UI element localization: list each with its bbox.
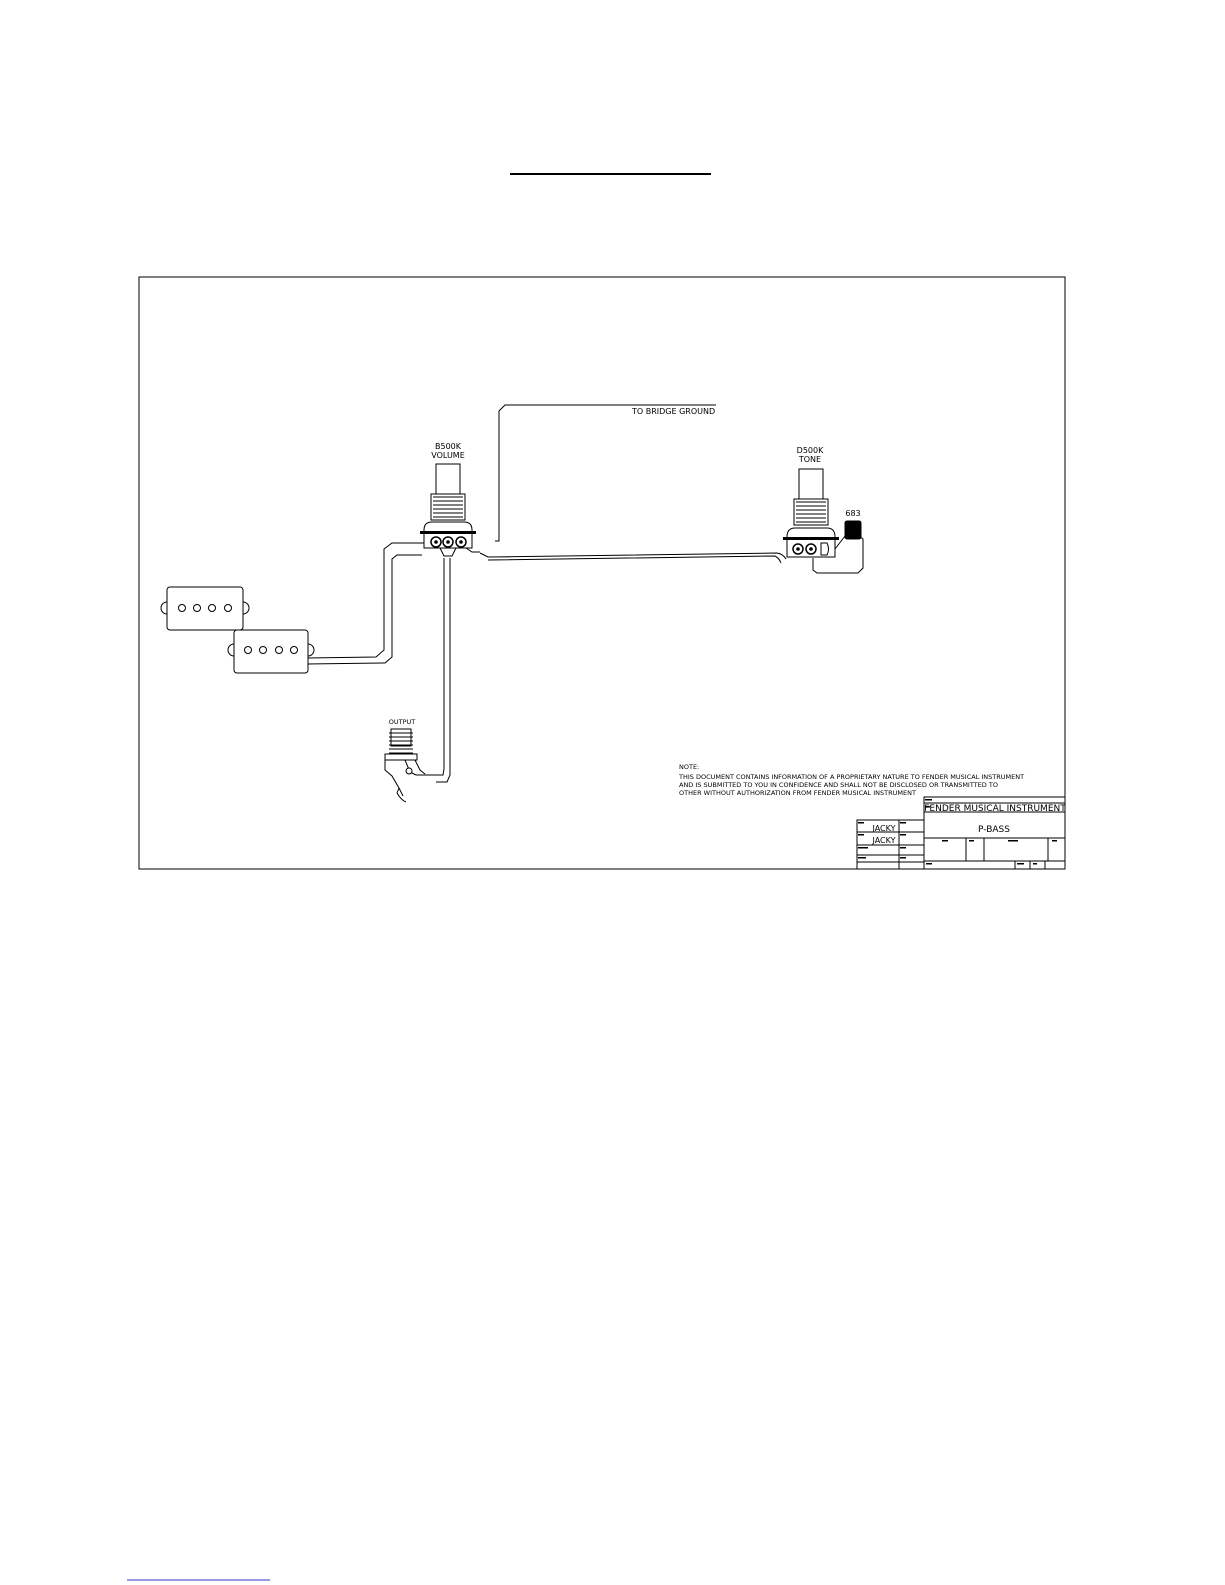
tone-pot-lugs <box>792 542 829 556</box>
field-tag <box>858 822 864 824</box>
wiring <box>306 404 864 783</box>
volume-pot-lugs <box>430 536 467 548</box>
field-tag <box>1052 840 1057 842</box>
pole-piece <box>275 646 283 654</box>
field-tag <box>1017 863 1024 865</box>
split-coil-pickup <box>160 586 315 674</box>
pole-piece <box>224 604 232 612</box>
field-tag <box>900 834 906 836</box>
bridge-ground-label: TO BRIDGE GROUND <box>631 407 715 416</box>
tone-capacitor: 683 <box>834 509 862 550</box>
note-line-2: AND IS SUBMITTED TO YOU IN CONFIDENCE AN… <box>679 781 998 789</box>
volume-pot-name: VOLUME <box>431 451 465 460</box>
tone-cap-loop-wire <box>812 535 864 574</box>
company-name: FENDER MUSICAL INSTRUMENT <box>924 804 1066 814</box>
field-tag <box>926 863 932 865</box>
output-jack: OUTPUT <box>384 718 426 803</box>
pole-piece <box>259 646 267 654</box>
volume-to-tone-wire <box>479 552 787 564</box>
pole-piece <box>290 646 298 654</box>
volume-to-output-wire-a <box>416 558 445 776</box>
title-block-text: FENDER MUSICAL INSTRUMENT P-BASS JACKY J… <box>858 799 1066 865</box>
volume-pot: B500K VOLUME <box>420 442 480 557</box>
field-tag <box>858 857 866 859</box>
field-tag <box>900 822 906 824</box>
pole-piece <box>193 604 201 612</box>
note-line-3: OTHER WITHOUT AUTHORIZATION FROM FENDER … <box>679 789 916 797</box>
field-tag <box>942 840 948 842</box>
field-tag <box>1008 840 1018 842</box>
field-tag <box>900 847 906 849</box>
field-tag <box>1033 863 1037 865</box>
note-heading: NOTE: <box>679 763 699 771</box>
drawing-frame <box>138 276 1066 870</box>
field-tag <box>858 834 864 836</box>
title-block <box>856 796 1066 870</box>
drawing-title: P-BASS <box>978 825 1010 835</box>
pole-piece <box>178 604 186 612</box>
capacitor-label: 683 <box>845 509 860 518</box>
field-tag <box>969 840 974 842</box>
field-tag <box>925 799 932 801</box>
pole-piece <box>244 646 252 654</box>
checked-by-name: JACKY <box>872 836 896 845</box>
tone-pot-value: D500K <box>797 446 824 455</box>
bridge-ground-wire <box>495 404 716 542</box>
pickup-to-volume-wire-b <box>306 554 422 665</box>
pickup-to-volume-wire-a <box>306 542 426 659</box>
tone-pot: D500K TONE <box>783 446 839 558</box>
note-line-1: THIS DOCUMENT CONTAINS INFORMATION OF A … <box>678 773 1024 781</box>
volume-pot-value: B500K <box>435 442 462 451</box>
volume-to-output-wire-b <box>436 558 451 783</box>
pole-piece <box>208 604 216 612</box>
tone-pot-name: TONE <box>798 455 821 464</box>
drawn-by-name: JACKY <box>872 824 896 833</box>
field-tag <box>900 857 906 859</box>
pickup-coil-upper <box>160 586 250 631</box>
field-tag <box>858 847 868 849</box>
output-jack-label: OUTPUT <box>389 718 416 726</box>
proprietary-note: NOTE: THIS DOCUMENT CONTAINS INFORMATION… <box>678 763 1024 797</box>
pickup-coil-lower <box>227 629 315 674</box>
field-tag <box>925 806 930 808</box>
